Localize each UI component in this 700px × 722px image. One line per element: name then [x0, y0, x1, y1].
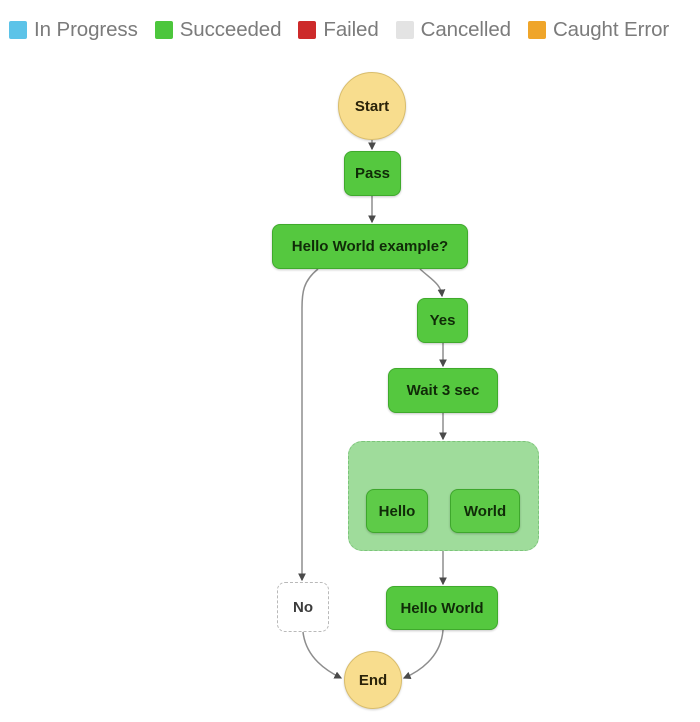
- graph-node-label: Start: [354, 97, 390, 115]
- legend-in-progress-label: In Progress: [34, 17, 138, 41]
- legend-caught-error-label: Caught Error: [552, 17, 670, 41]
- graph-node-label: Hello World example?: [291, 238, 449, 255]
- legend-succeeded-label: Succeeded: [179, 17, 282, 41]
- graph-node-no[interactable]: No: [277, 582, 329, 632]
- graph-node-label: End: [358, 671, 388, 689]
- legend-failed-label: Failed: [323, 17, 379, 41]
- graph-node-wait[interactable]: Wait 3 sec: [388, 368, 498, 413]
- graph-node-start[interactable]: Start: [338, 72, 406, 140]
- legend-cancelled-label: Cancelled: [420, 17, 511, 41]
- graph-node-end[interactable]: End: [344, 651, 402, 709]
- legend-in-progress-swatch-icon: [9, 21, 27, 39]
- legend-failed: Failed: [298, 17, 379, 41]
- legend-caught-error: Caught Error: [527, 17, 670, 41]
- graph-node-label: Pass: [354, 165, 391, 182]
- legend-succeeded: Succeeded: [154, 17, 282, 41]
- graph-node-pass[interactable]: Pass: [344, 151, 401, 196]
- graph-node-label: Wait 3 sec: [406, 382, 480, 399]
- graph-node-hello[interactable]: Hello: [366, 489, 428, 533]
- graph-node-label: Hello World: [400, 599, 484, 617]
- legend-caught-error-swatch-icon: [527, 21, 546, 39]
- graph-node-label: No: [293, 598, 313, 616]
- legend-cancelled-swatch-icon: [395, 21, 414, 39]
- graph-node-label: Hello: [378, 502, 416, 520]
- graph-node-choice[interactable]: Hello World example?: [272, 224, 468, 269]
- edge-no-end: [302, 631, 343, 679]
- edge-choice-no: [298, 268, 319, 582]
- legend-succeeded-swatch-icon: [154, 21, 173, 39]
- edge-helloworld-end: [402, 629, 444, 680]
- legend-cancelled: Cancelled: [395, 17, 511, 41]
- legend-in-progress: In Progress: [9, 17, 138, 41]
- graph-node-world[interactable]: World: [450, 489, 520, 533]
- graph-node-hello-world[interactable]: Hello World: [386, 586, 498, 630]
- edge-choice-yes: [419, 268, 446, 298]
- status-legend: In Progress Succeeded Failed Cancelled Caugh…: [0, 0, 700, 60]
- graph-node-yes[interactable]: Yes: [417, 298, 468, 343]
- legend-failed-swatch-icon: [298, 21, 317, 39]
- graph-node-label: World: [463, 502, 507, 520]
- graph-node-label: Yes: [429, 312, 456, 329]
